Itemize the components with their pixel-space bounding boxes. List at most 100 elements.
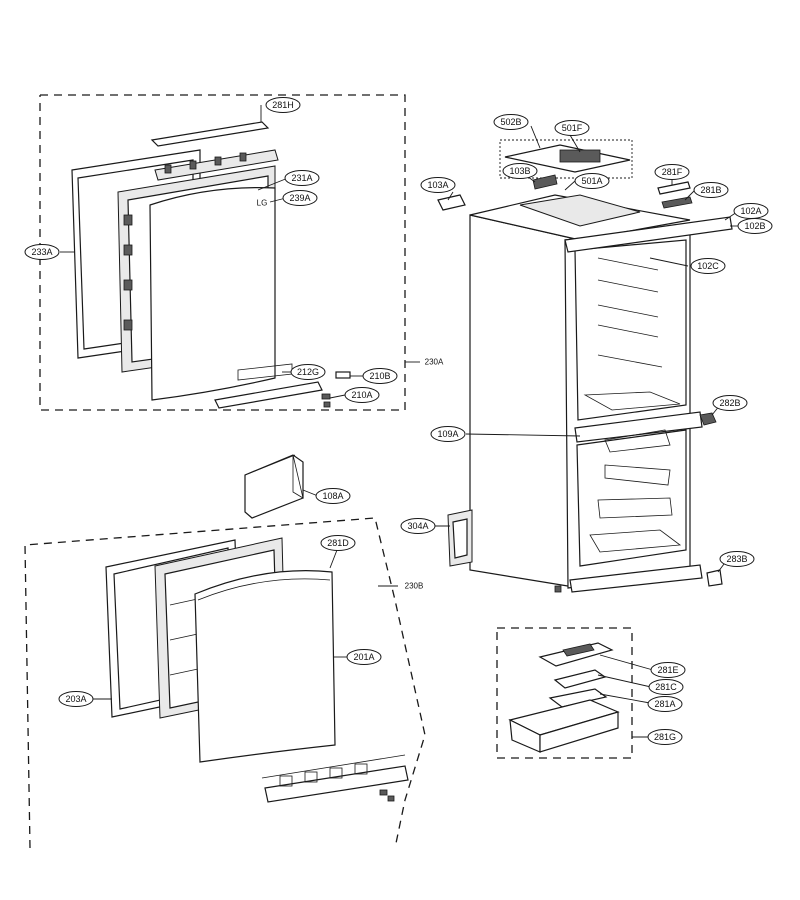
callout-bubble [346, 649, 382, 665]
freezer-compartment [576, 429, 687, 567]
callout-502b: 502B [493, 114, 529, 130]
dispenser-box-281G [508, 699, 620, 753]
callout-text: 233A [31, 247, 52, 257]
callout-bubble [719, 551, 755, 567]
callout-bubble [654, 164, 690, 180]
callout-102a: 102A [733, 203, 769, 219]
callout-212g: 212G [290, 364, 326, 380]
callout-text: 281D [327, 538, 349, 548]
callout-230b: 230B [405, 582, 424, 591]
top-cover-group-boundary [499, 139, 633, 179]
callout-bubble [315, 488, 351, 504]
callout-text: 210B [369, 371, 390, 381]
callout-bubble [648, 679, 684, 695]
dispenser-plate-281C [553, 669, 607, 689]
callout-bubble [320, 535, 356, 551]
callout-text: 210A [351, 390, 372, 400]
callout-text: 281H [272, 100, 294, 110]
lower-door-group-boundary [24, 517, 426, 849]
fresh-food-compartment [574, 239, 687, 421]
cabinet-bottom-rail [569, 564, 703, 593]
rear-panel-304A [447, 509, 473, 567]
callout-text: 230A [425, 358, 444, 367]
callout-304a: 304A [400, 518, 436, 534]
upper-door-assembly: LG [71, 121, 351, 409]
callout-text: 212G [297, 367, 319, 377]
callout-bubble [647, 696, 683, 712]
callout-108a: 108A [315, 488, 351, 504]
callout-text: 281A [654, 699, 675, 709]
callout-text: 281G [654, 732, 676, 742]
callout-bubble [712, 395, 748, 411]
upper-door-group-boundary [39, 94, 406, 411]
callout-bubble [554, 120, 590, 136]
callout-bubble [400, 518, 436, 534]
accessory-group-boundary [496, 627, 633, 759]
dispenser-cover-281E [538, 642, 614, 667]
callout-501a: 501A [574, 173, 610, 189]
callout-text: 281B [700, 185, 721, 195]
callout-bubble [493, 114, 529, 130]
callout-233a: 233A [24, 244, 60, 260]
cabinet-assembly [437, 144, 733, 593]
callout-239a: 239A [282, 190, 318, 206]
callout-bubble [24, 244, 60, 260]
callout-501f: 501F [554, 120, 590, 136]
callout-281e: 281E [650, 662, 686, 678]
callout-210a: 210A [344, 387, 380, 403]
callout-bubble [284, 170, 320, 186]
callout-201a: 201A [346, 649, 382, 665]
callout-text: 103B [509, 166, 530, 176]
callout-bubble [282, 190, 318, 206]
upper-door-top-cap [150, 121, 279, 181]
callout-230a: 230A [425, 358, 444, 367]
callout-text: 203A [65, 694, 86, 704]
drawer-cover-108A [244, 454, 304, 519]
callout-282b: 282B [712, 395, 748, 411]
door-logo-text: LG [257, 199, 268, 208]
vent-103B [532, 174, 558, 190]
callout-text: 102A [740, 206, 761, 216]
callout-text: 502B [500, 117, 521, 127]
callout-text: 501A [581, 176, 602, 186]
cabinet-top-machinery [519, 194, 641, 227]
callout-102c: 102C [690, 258, 726, 274]
callout-103a: 103A [420, 177, 456, 193]
callout-text: 109A [437, 429, 458, 439]
callout-281a: 281A [647, 696, 683, 712]
callout-bubble [647, 729, 683, 745]
callout-text: 281E [657, 665, 678, 675]
callout-text: 102B [744, 221, 765, 231]
lower-door-outer-panel [194, 570, 336, 763]
middle-hinge-282B [699, 412, 717, 426]
hinge-cover-281F [657, 181, 691, 195]
hinge-281B [661, 196, 693, 209]
callout-text: 281F [662, 167, 683, 177]
accessory-parts [508, 642, 620, 753]
callout-bubble [265, 97, 301, 113]
callout-text: 281C [655, 682, 677, 692]
upper-door-bottom-cap [214, 381, 323, 409]
callout-bubble [690, 258, 726, 274]
callout-210b: 210B [362, 368, 398, 384]
callout-text: 283B [726, 554, 747, 564]
top-cover-plate [504, 144, 631, 173]
callout-bubble [693, 182, 729, 198]
callout-281c: 281C [648, 679, 684, 695]
callout-103b: 103B [502, 163, 538, 179]
cap-103A [437, 194, 466, 211]
callout-bubble [58, 691, 94, 707]
cabinet-side [469, 214, 581, 589]
callout-283b: 283B [719, 551, 755, 567]
callout-bubble [502, 163, 538, 179]
lower-hinge-283B [706, 569, 723, 587]
lower-door-bottom-rail [261, 754, 409, 803]
callout-bubble [290, 364, 326, 380]
callout-bubble [574, 173, 610, 189]
callout-109a: 109A [430, 426, 466, 442]
callout-bubble [362, 368, 398, 384]
callout-text: 201A [353, 652, 374, 662]
